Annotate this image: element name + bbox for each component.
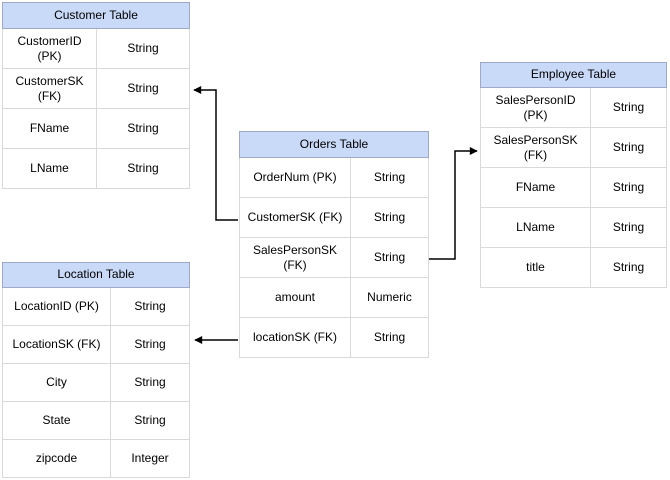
field-name-cell: LocationID (PK)	[3, 288, 111, 325]
table-row: CustomerSK (FK) String	[239, 198, 429, 238]
field-name-cell: amount	[240, 278, 351, 317]
field-type-cell: String	[612, 180, 645, 195]
field-name-cell: FName	[3, 109, 97, 148]
field-name-cell: title	[481, 248, 591, 287]
field-type-cell: String	[127, 41, 159, 56]
field-type-cell: String	[134, 299, 166, 314]
field-type-cell: String	[373, 250, 406, 265]
field-type-cell: String	[612, 260, 645, 275]
field-name-cell: OrderNum (PK)	[240, 158, 351, 197]
table-row: CustomerID (PK) String	[2, 29, 190, 69]
table-row: OrderNum (PK) String	[239, 158, 429, 198]
field-type-cell: String	[134, 375, 166, 390]
table-row: amount Numeric	[239, 278, 429, 318]
field-name-cell: CustomerID (PK)	[3, 29, 97, 68]
field-name-cell: FName	[481, 168, 591, 207]
field-type-cell: String	[127, 121, 159, 136]
relationship-arrow-orders-to-customer[interactable]	[193, 86, 238, 221]
field-name-cell: SalesPersonID (PK)	[481, 88, 591, 127]
field-name-cell: SalesPersonSK (FK)	[481, 128, 591, 167]
customer-table-title: Customer Table	[2, 2, 190, 29]
field-type-cell: String	[612, 140, 645, 155]
table-row: LocationSK (FK) String	[2, 326, 190, 364]
table-row: FName String	[2, 109, 190, 149]
table-row: CustomerSK (FK) String	[2, 69, 190, 109]
field-type-cell: String	[134, 413, 166, 428]
field-type-cell: String	[373, 210, 406, 225]
field-name-cell: LName	[3, 149, 97, 188]
field-name-cell: CustomerSK (FK)	[3, 69, 97, 108]
table-row: SalesPersonSK (FK) String	[480, 128, 667, 168]
table-row: LocationID (PK) String	[2, 288, 190, 326]
field-type-cell: String	[612, 100, 645, 115]
field-type-cell: String	[612, 220, 645, 235]
field-type-cell: Integer	[131, 451, 169, 466]
relationship-arrow-orders-to-employee[interactable]	[429, 147, 478, 260]
table-row: City String	[2, 364, 190, 402]
field-name-cell: SalesPersonSK (FK)	[240, 238, 351, 277]
field-type-cell: Numeric	[367, 290, 412, 305]
field-type-cell: String	[127, 81, 159, 96]
field-name-cell: LName	[481, 208, 591, 247]
table-row: SalesPersonSK (FK) String	[239, 238, 429, 278]
orders-table-title: Orders Table	[239, 131, 429, 158]
field-name-cell: City	[3, 364, 111, 401]
employee-table-title: Employee Table	[480, 62, 667, 88]
field-name-cell: locationSK (FK)	[240, 318, 351, 357]
field-type-cell: String	[127, 161, 159, 176]
table-row: FName String	[480, 168, 667, 208]
location-table-title: Location Table	[2, 262, 190, 288]
field-name-cell: zipcode	[3, 440, 111, 477]
table-row: SalesPersonID (PK) String	[480, 88, 667, 128]
field-name-cell: State	[3, 402, 111, 439]
table-row: LName String	[2, 149, 190, 189]
field-name-cell: LocationSK (FK)	[3, 326, 111, 363]
table-row: LName String	[480, 208, 667, 248]
field-type-cell: String	[373, 330, 406, 345]
table-row: locationSK (FK) String	[239, 318, 429, 358]
table-row: title String	[480, 248, 667, 288]
field-type-cell: String	[134, 337, 166, 352]
table-row: State String	[2, 402, 190, 440]
field-type-cell: String	[373, 170, 406, 185]
field-name-cell: CustomerSK (FK)	[240, 198, 351, 237]
table-row: zipcode Integer	[2, 440, 190, 478]
